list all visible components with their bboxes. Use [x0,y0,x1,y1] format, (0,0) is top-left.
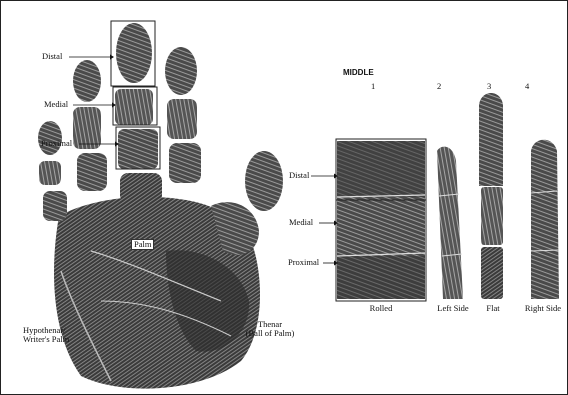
finger-views [311,93,559,301]
middle-title: MIDDLE [343,68,374,77]
caption-left-side: Left Side [433,304,473,313]
finger-medial-label: Medial [289,218,313,227]
caption-rolled: Rolled [351,304,411,313]
view-number-2: 2 [437,81,441,91]
caption-right-side: Right Side [521,304,565,313]
view-number-3: 3 [487,81,491,91]
thenar-label-line2: (Ball of Palm) [233,329,307,338]
view-number-4: 4 [525,81,529,91]
palm-label: Palm [131,239,154,250]
hypothenar-label-line2: Writer's Palm [23,335,69,344]
medial-label: Medial [44,100,68,109]
distal-label: Distal [42,52,62,61]
finger-distal-label: Distal [289,171,309,180]
view-number-1: 1 [371,81,375,91]
caption-flat: Flat [481,304,505,313]
proximal-label: Proximal [41,139,72,148]
finger-proximal-label: Proximal [288,258,319,267]
